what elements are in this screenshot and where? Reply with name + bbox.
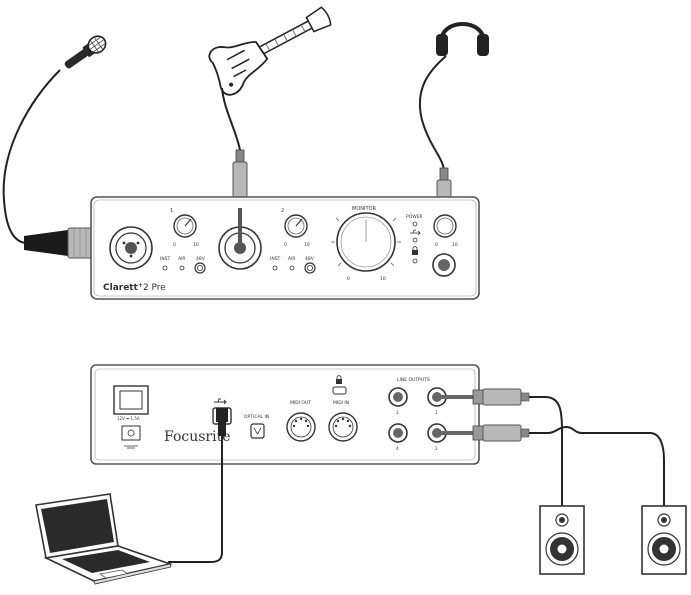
- lock-icon: [412, 246, 418, 255]
- monitor-min: 0: [347, 276, 350, 282]
- rear-panel: 12V ⎓ 1.5A Focusrite OPTICAL IN MIDI OUT…: [90, 364, 480, 465]
- kensington-slot[interactable]: [332, 386, 347, 395]
- out-3-label: 3: [396, 410, 399, 415]
- inst-led-2: [272, 265, 278, 271]
- speaker-icon: [539, 505, 585, 575]
- air-led-1: [179, 265, 185, 271]
- midi-out-port[interactable]: [286, 412, 316, 442]
- dc-label: 12V ⎓ 1.5A: [117, 416, 140, 421]
- power-label: POWER: [406, 214, 423, 220]
- headphone-socket[interactable]: [432, 253, 456, 277]
- ch2-number: 2: [281, 208, 284, 214]
- line-outputs-label: LINE OUTPUTS: [397, 377, 430, 383]
- gain1-max: 10: [193, 242, 199, 248]
- dc-power-socket[interactable]: [121, 425, 141, 441]
- ch1-number: 1: [170, 208, 173, 214]
- out-4-label: 4: [396, 446, 399, 451]
- midi-in-label: MIDI IN: [333, 400, 349, 406]
- headphone-level-knob[interactable]: [433, 214, 457, 238]
- out-2-label: 2: [435, 446, 438, 451]
- speaker-cable-left: [529, 396, 563, 506]
- front-panel: 1 0 10 INST AIR 48V 2 0 10: [90, 196, 480, 300]
- phantom-label-2: 48V: [305, 256, 315, 262]
- inst-label-1: INST: [160, 256, 171, 262]
- gain-knob-1[interactable]: [173, 214, 197, 238]
- gain-knob-2[interactable]: [284, 214, 308, 238]
- brand-logo: Focusrite: [164, 429, 231, 445]
- midi-out-label: MIDI OUT: [290, 400, 311, 406]
- usb-cable: [168, 436, 223, 563]
- laptop-icon: [35, 493, 173, 585]
- electric-guitar-icon: [208, 6, 332, 96]
- kensington-lock-icon: [336, 375, 342, 384]
- optical-in-port[interactable]: [250, 423, 265, 439]
- monitor-max: 10: [380, 276, 386, 282]
- air-led-2: [289, 265, 295, 271]
- model-name: Clarett+2 Pre: [103, 282, 166, 293]
- out-1-label: 1: [435, 410, 438, 415]
- combo-input-2[interactable]: [218, 226, 262, 270]
- output-1-jack: [437, 388, 530, 406]
- microphone-cable: [2, 69, 61, 244]
- usb-plug: [216, 408, 228, 436]
- air-label-1: AIR: [178, 256, 186, 262]
- monitor-label: MONITOR: [352, 206, 376, 212]
- inst-led-1: [162, 265, 168, 271]
- power-led: [412, 221, 418, 227]
- inst-label-2: INST: [270, 256, 281, 262]
- gain2-max: 10: [304, 242, 310, 248]
- phones-min: 0: [435, 242, 438, 248]
- combo-input-1[interactable]: [109, 226, 153, 270]
- usb-rear-icon: [214, 398, 227, 405]
- headphone-cable: [418, 55, 447, 173]
- phantom-label-1: 48V: [196, 256, 206, 262]
- gain2-min: 0: [284, 242, 287, 248]
- midi-in-port[interactable]: [328, 412, 358, 442]
- power-switch[interactable]: [113, 385, 149, 415]
- line-output-3[interactable]: [388, 387, 408, 407]
- headphones-icon: [436, 22, 489, 56]
- microphone-icon: [64, 35, 107, 69]
- lock-led: [412, 258, 418, 264]
- usb-icon: [410, 229, 421, 236]
- gain1-min: 0: [173, 242, 176, 248]
- guitar-plug-tip: [238, 208, 242, 242]
- line-output-4[interactable]: [388, 423, 408, 443]
- air-label-2: AIR: [288, 256, 296, 262]
- speaker-icon: [641, 505, 687, 575]
- speaker-cable-right: [529, 425, 665, 506]
- monitor-knob[interactable]: [331, 212, 401, 272]
- guitar-cable: [221, 87, 241, 151]
- usb-led: [412, 237, 418, 243]
- optical-label: OPTICAL IN: [244, 414, 269, 420]
- output-2-jack: [437, 424, 530, 442]
- phones-max: 10: [452, 242, 458, 248]
